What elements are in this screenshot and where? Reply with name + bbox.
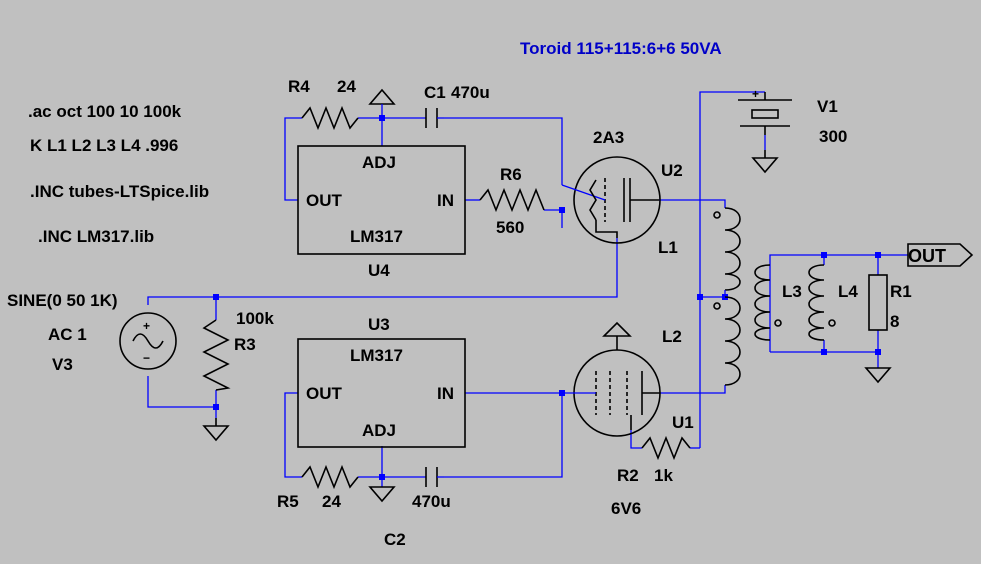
l4-inductor <box>808 264 836 341</box>
u2-part: 2A3 <box>593 128 624 147</box>
u3-adj-pin: ADJ <box>362 421 396 440</box>
ground-symbol <box>202 425 230 442</box>
c2-value: 470u <box>412 492 451 511</box>
r6-name: R6 <box>500 165 522 184</box>
r6-resistor <box>479 187 545 213</box>
r4-value: 24 <box>337 77 356 96</box>
u2-name: U2 <box>661 161 683 180</box>
r2-value: 1k <box>654 466 673 485</box>
u1-tube <box>562 321 661 437</box>
u4-out-pin: OUT <box>306 191 343 210</box>
u4-part: LM317 <box>350 227 403 246</box>
ac-directive: .ac oct 100 10 100k <box>28 102 182 121</box>
v1-value: 300 <box>819 127 847 146</box>
v3-minus: − <box>143 351 150 365</box>
v3-ac: AC 1 <box>48 325 87 344</box>
out-port-flag <box>907 243 974 267</box>
u3-part: LM317 <box>350 346 403 365</box>
u3-regulator-box <box>297 338 466 448</box>
inc-lm317-directive: .INC LM317.lib <box>38 227 154 246</box>
v1-name: V1 <box>817 97 838 116</box>
u4-name: U4 <box>368 261 390 280</box>
r3-resistor <box>202 319 231 391</box>
r6-value: 560 <box>496 218 524 237</box>
v1-source <box>738 92 792 135</box>
r3-name: R3 <box>234 335 256 354</box>
l3-inductor <box>754 264 782 341</box>
u3-out-pin: OUT <box>306 384 343 403</box>
u3-name: U3 <box>368 315 390 334</box>
r4-resistor <box>301 105 359 131</box>
l2-name: L2 <box>662 327 682 346</box>
u3-in-pin: IN <box>437 384 454 403</box>
r3-value: 100k <box>236 309 274 328</box>
v1-plus: + <box>752 87 759 101</box>
r1-value: 8 <box>890 312 899 331</box>
v3-source-spec: SINE(0 50 1K) <box>7 291 118 310</box>
v3-plus: + <box>143 319 150 333</box>
ground-symbol <box>751 157 779 174</box>
r2-resistor <box>641 435 691 461</box>
ground-symbol <box>368 486 396 503</box>
u4-in-pin: IN <box>437 191 454 210</box>
r1-name: R1 <box>890 282 912 301</box>
r1-resistor <box>868 274 888 331</box>
u1-part: 6V6 <box>611 499 641 518</box>
transformer-note: Toroid 115+115:6+6 50VA <box>520 39 722 58</box>
r4-name: R4 <box>288 77 310 96</box>
wires <box>147 91 908 487</box>
coupling-directive: K L1 L2 L3 L4 .996 <box>30 136 178 155</box>
c1-name: C1 <box>424 83 446 102</box>
r5-value: 24 <box>322 492 341 511</box>
r5-name: R5 <box>277 492 299 511</box>
out-port-label: OUT <box>908 246 946 266</box>
l2-inductor <box>713 296 741 386</box>
l1-name: L1 <box>658 238 678 257</box>
l3-name: L3 <box>782 282 802 301</box>
v3-source <box>119 312 177 370</box>
inc-tubes-directive: .INC tubes-LTSpice.lib <box>30 182 209 201</box>
c1-value: 470u <box>451 83 490 102</box>
v3-name: V3 <box>52 355 73 374</box>
r5-resistor <box>301 464 359 490</box>
ground-symbol <box>864 367 892 384</box>
u4-adj-pin: ADJ <box>362 153 396 172</box>
u4-regulator-box <box>297 145 466 255</box>
c2-name: C2 <box>384 530 406 549</box>
u2-tube <box>561 156 661 244</box>
l1-inductor <box>713 207 741 297</box>
l4-name: L4 <box>838 282 858 301</box>
ground-symbol <box>368 88 396 105</box>
r2-name: R2 <box>617 466 639 485</box>
c2-capacitor <box>425 467 444 487</box>
c1-capacitor <box>425 108 444 128</box>
u1-name: U1 <box>672 413 694 432</box>
